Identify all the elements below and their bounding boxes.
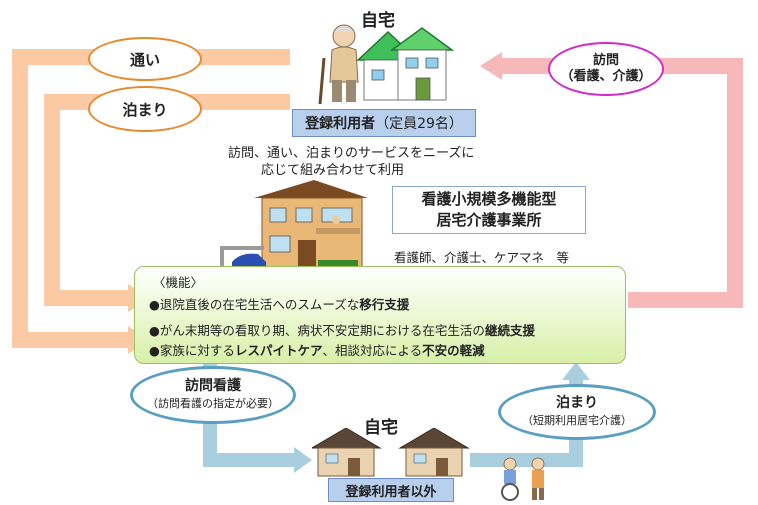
kayoi-oval: 通い [88, 37, 202, 81]
function-text: 家族に対する [159, 343, 235, 358]
function-emphasis: 不安の軽減 [422, 343, 485, 358]
non-registered-users-box: 登録利用者以外 [328, 478, 454, 502]
function-text: 退院直後の在宅生活へのスムーズな [159, 297, 360, 312]
houmon-oval: 訪問 （看護、介護） [548, 42, 664, 96]
function-text: がん末期等の看取り期、病状不安定期における在宅生活の [159, 323, 485, 338]
home-bottom-title: 自宅 [364, 418, 398, 438]
registered-users-box: 登録利用者 （定員29名） [292, 109, 476, 137]
kayoi-label: 通い [129, 50, 160, 69]
function-emphasis: 継続支援 [484, 323, 535, 338]
short-stay-note: （短期利用居宅介護） [522, 414, 632, 427]
registered-users-label: 登録利用者 [305, 116, 376, 132]
houmon-label: 訪問 [592, 53, 619, 68]
home-top-icon [356, 27, 455, 101]
functions-heading: 〈機能〉 [153, 275, 204, 290]
functions-box: 〈機能〉 ●退院直後の在宅生活へのスムーズな移行支援 ●がん末期等の看取り期、病… [134, 266, 626, 364]
service-description-line1: 訪問、通い、泊まりのサービスをニーズに [228, 146, 475, 161]
wheelchair-caregiver-icon [501, 457, 545, 501]
houmon-sub-label: （看護、介護） [560, 69, 652, 84]
short-stay-oval: 泊まり （短期利用居宅介護） [498, 384, 656, 440]
visit-nursing-arrowhead [294, 447, 312, 473]
tomari-label: 泊まり [122, 100, 168, 119]
function-emphasis: 移行支援 [359, 297, 410, 312]
non-registered-users-label: 登録利用者以外 [345, 484, 437, 500]
short-stay-arrowhead [562, 362, 590, 380]
elderly-person-icon [318, 24, 359, 105]
function-item: ●家族に対するレスパイトケア、相談対応による不安の軽減 [149, 340, 485, 359]
function-text: 、相談対応による [322, 343, 423, 358]
facility-name-line1: 看護小規模多機能型 [421, 190, 557, 208]
facility-staff: 看護師、介護士、ケアマネ 等 [394, 250, 570, 265]
home-bottom-icon [312, 428, 470, 477]
bullet: ● [149, 297, 160, 312]
visit-nursing-note: （訪問看護の指定が必要） [147, 397, 279, 410]
facility-building-icon [220, 180, 368, 274]
bullet: ● [149, 343, 160, 358]
registered-users-capacity: （定員29名） [375, 116, 463, 132]
function-emphasis: レスパイトケア [234, 343, 323, 358]
tomari-oval: 泊まり [88, 86, 202, 132]
facility-name-line2: 居宅介護事業所 [436, 211, 542, 229]
service-description-line2: 応じて組み合わせて利用 [261, 163, 405, 178]
houmon-arrowhead [480, 52, 502, 80]
function-item: ●退院直後の在宅生活へのスムーズな移行支援 [149, 294, 409, 313]
short-stay-title: 泊まり [556, 395, 598, 411]
facility-name-box: 看護小規模多機能型 居宅介護事業所 [392, 186, 586, 234]
visit-nursing-title: 訪問看護 [185, 378, 241, 394]
bullet: ● [149, 323, 160, 338]
function-item: ●がん末期等の看取り期、病状不安定期における在宅生活の継続支援 [149, 320, 535, 339]
home-top-title: 自宅 [361, 11, 395, 31]
visit-nursing-oval: 訪問看護 （訪問看護の指定が必要） [130, 366, 296, 424]
